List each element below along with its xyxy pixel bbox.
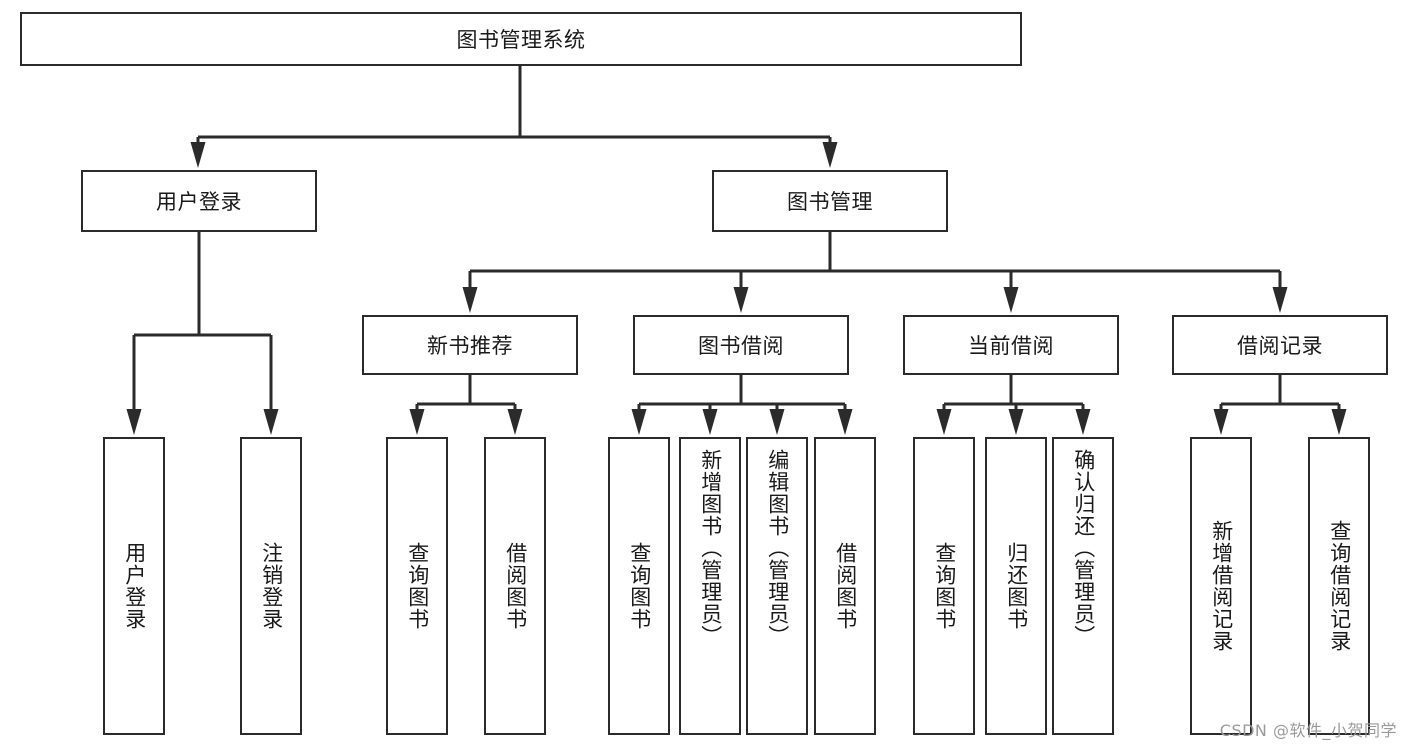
node-label: 当前借阅 — [968, 334, 1054, 358]
node-leaf-borrow-book-recommend[interactable]: 借阅图书 — [484, 437, 546, 735]
arrowhead-icon — [462, 287, 478, 313]
arrowhead-icon — [1008, 409, 1024, 435]
node-leaf-query-borrow-record[interactable]: 查询借阅记录 — [1308, 437, 1370, 735]
arrowhead-icon — [1003, 287, 1019, 313]
node-new-book-recommend[interactable]: 新书推荐 — [362, 315, 578, 375]
node-leaf-logout[interactable]: 注销登录 — [240, 437, 302, 735]
node-label: 查询图书 — [405, 542, 430, 630]
arrowhead-icon — [126, 409, 142, 435]
node-label: 查询图书 — [932, 542, 957, 630]
node-label: 图书管理系统 — [456, 28, 586, 52]
node-label: 编辑图书（管理员） — [765, 449, 790, 647]
node-label: 确认归还（管理员） — [1071, 449, 1096, 647]
arrowhead-icon — [1075, 409, 1091, 435]
node-label: 图书借阅 — [698, 334, 784, 358]
arrowhead-icon — [822, 142, 838, 168]
arrowhead-icon — [733, 287, 749, 313]
node-leaf-borrow-book[interactable]: 借阅图书 — [814, 437, 876, 735]
arrowhead-icon — [263, 409, 279, 435]
arrowhead-icon — [837, 409, 853, 435]
arrowhead-icon — [769, 409, 785, 435]
node-leaf-return-book[interactable]: 归还图书 — [985, 437, 1047, 735]
node-leaf-add-book-admin[interactable]: 新增图书（管理员） — [679, 437, 741, 735]
node-label: 用户登录 — [122, 542, 147, 630]
node-label: 新增图书（管理员） — [698, 449, 723, 647]
node-user-login[interactable]: 用户登录 — [81, 170, 317, 232]
arrowhead-icon — [702, 409, 718, 435]
node-label: 借阅图书 — [503, 542, 528, 630]
node-leaf-query-book-current[interactable]: 查询图书 — [913, 437, 975, 735]
node-label: 查询借阅记录 — [1327, 520, 1352, 652]
node-label: 借阅记录 — [1237, 334, 1323, 358]
arrowhead-icon — [507, 409, 523, 435]
arrowhead-icon — [1213, 409, 1229, 435]
node-current-borrow[interactable]: 当前借阅 — [903, 315, 1119, 375]
arrowhead-icon — [936, 409, 952, 435]
arrowhead-icon — [631, 409, 647, 435]
node-label: 新书推荐 — [427, 334, 513, 358]
node-label: 归还图书 — [1004, 542, 1029, 630]
node-root-system[interactable]: 图书管理系统 — [20, 12, 1022, 66]
node-borrow-record[interactable]: 借阅记录 — [1172, 315, 1388, 375]
node-label: 借阅图书 — [833, 542, 858, 630]
arrowhead-icon — [190, 142, 206, 168]
arrowhead-icon — [1331, 409, 1347, 435]
node-leaf-confirm-return-admin[interactable]: 确认归还（管理员） — [1052, 437, 1114, 735]
node-leaf-user-login[interactable]: 用户登录 — [103, 437, 165, 735]
node-label: 查询图书 — [627, 542, 652, 630]
node-label: 图书管理 — [787, 190, 873, 214]
node-book-borrow[interactable]: 图书借阅 — [633, 315, 849, 375]
arrowhead-icon — [409, 409, 425, 435]
arrowhead-icon — [1272, 287, 1288, 313]
node-leaf-edit-book-admin[interactable]: 编辑图书（管理员） — [746, 437, 808, 735]
node-book-manage[interactable]: 图书管理 — [712, 170, 948, 232]
node-label: 用户登录 — [156, 190, 242, 214]
node-label: 新增借阅记录 — [1209, 520, 1234, 652]
node-label: 注销登录 — [259, 542, 284, 630]
node-leaf-query-book-borrow[interactable]: 查询图书 — [608, 437, 670, 735]
node-leaf-add-borrow-record[interactable]: 新增借阅记录 — [1190, 437, 1252, 735]
watermark-text: CSDN @软件_小贺同学 — [1219, 721, 1397, 740]
node-leaf-query-book-recommend[interactable]: 查询图书 — [386, 437, 448, 735]
